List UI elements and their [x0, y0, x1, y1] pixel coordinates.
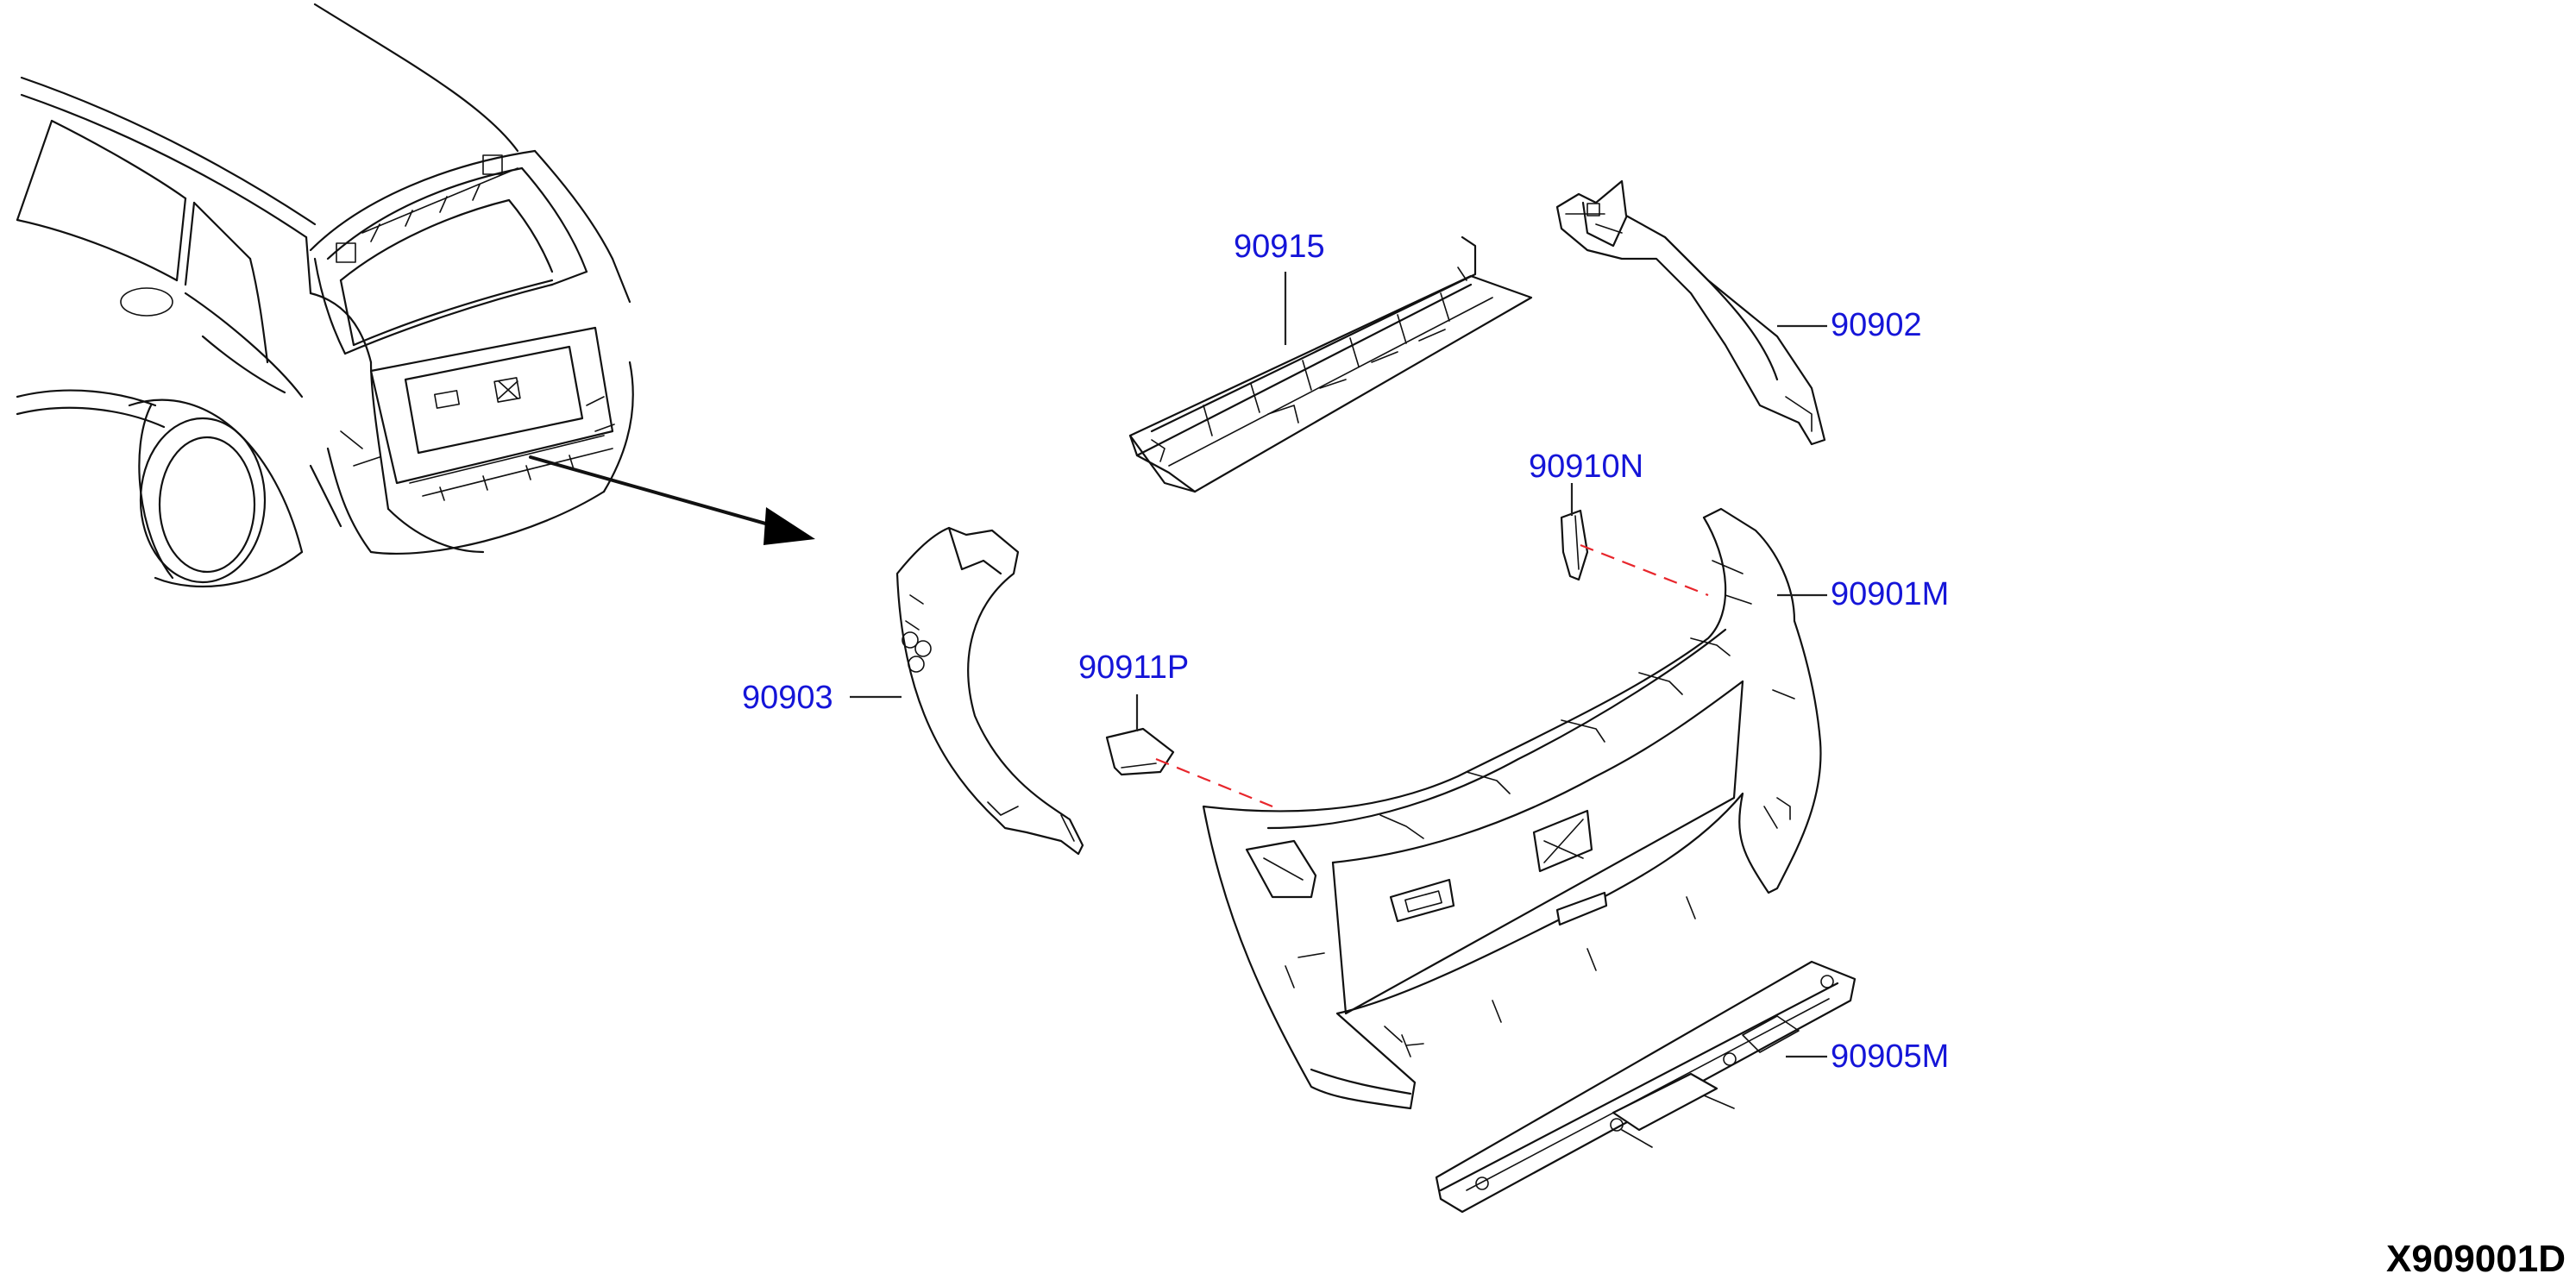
callout-90911p: 90911P [1078, 649, 1190, 686]
vehicle-illustration [16, 3, 815, 588]
part-90915-upper-finisher [1128, 235, 1533, 493]
callout-90915: 90915 [1234, 229, 1325, 265]
diagram-code: X909001D [2386, 1238, 2566, 1280]
part-90911p-clip-lh [1105, 727, 1175, 776]
callout-90902: 90902 [1831, 307, 1922, 343]
part-90910n-clip-rh [1560, 509, 1589, 581]
part-90902-pillar-trim-rh [1555, 179, 1826, 446]
callout-90901m: 90901M [1831, 576, 1950, 612]
part-90901m-tailgate-trim [1202, 507, 1822, 1110]
part-90905m-lower-finisher [1435, 960, 1857, 1214]
callout-90910n: 90910N [1529, 449, 1644, 485]
assembly-guides [1155, 543, 1709, 808]
part-90903-pillar-trim-lh [895, 526, 1084, 856]
callout-90905m: 90905M [1831, 1038, 1950, 1075]
callout-90903: 90903 [742, 680, 833, 716]
callout-leaders [850, 272, 1827, 1058]
